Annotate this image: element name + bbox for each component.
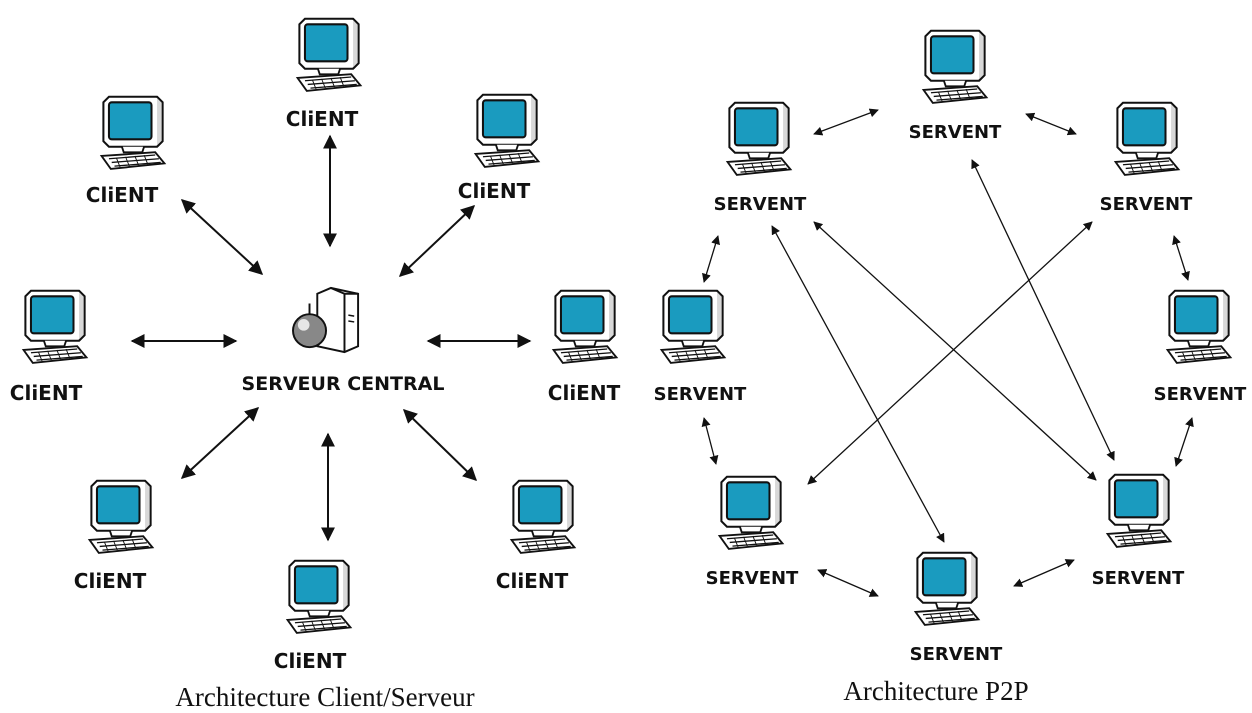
servent-node: SERVENT <box>1100 101 1193 215</box>
link-arrow <box>813 221 1097 481</box>
client-server-architecture: SERVEUR CENTRAL CliENT CliENT CliENT Cli… <box>10 17 621 712</box>
link-arrow <box>398 205 476 277</box>
link-arrow <box>771 225 945 543</box>
client-label: CliENT <box>286 107 359 131</box>
servent-label: SERVENT <box>910 644 1003 665</box>
computer-icon <box>660 289 726 364</box>
p2p-links <box>701 108 1194 597</box>
client-node: CliENT <box>458 93 540 203</box>
computer-icon <box>726 101 792 176</box>
servent-node: SERVENT <box>1154 289 1247 405</box>
client-node: CliENT <box>548 289 621 405</box>
servent-label: SERVENT <box>1092 568 1185 589</box>
client-label: CliENT <box>274 649 347 673</box>
link-arrow <box>1172 235 1190 281</box>
server-label: SERVEUR CENTRAL <box>242 373 445 395</box>
link-arrow <box>702 235 720 283</box>
link-arrow <box>180 407 260 479</box>
client-node: CliENT <box>86 95 166 207</box>
client-node: CliENT <box>74 479 154 593</box>
computer-icon <box>922 29 988 104</box>
computer-icon <box>88 479 154 554</box>
servent-node: SERVENT <box>909 29 1002 143</box>
link-arrow <box>971 159 1115 461</box>
servent-node: SERVENT <box>706 475 799 589</box>
servent-label: SERVENT <box>706 568 799 589</box>
computer-icon <box>296 17 362 92</box>
client-node: CliENT <box>274 559 352 673</box>
servent-node: SERVENT <box>654 289 747 405</box>
link-arrow <box>180 199 264 275</box>
servent-node: SERVENT <box>910 551 1003 665</box>
link-arrow <box>701 417 719 465</box>
computer-icon <box>1106 473 1172 548</box>
computer-icon <box>1166 289 1232 364</box>
client-label: CliENT <box>458 179 531 203</box>
computer-icon <box>914 551 980 626</box>
p2p-caption: Architecture P2P <box>843 676 1028 706</box>
client-label: CliENT <box>496 569 569 593</box>
p2p-architecture: SERVENT SERVENT SERVENT SERVENT SERVENT … <box>654 29 1247 706</box>
link-arrow <box>402 409 478 481</box>
client-label: CliENT <box>548 381 621 405</box>
computer-icon <box>100 95 166 170</box>
servent-node: SERVENT <box>1092 473 1185 589</box>
servent-label: SERVENT <box>1100 194 1193 215</box>
computer-icon <box>22 289 88 364</box>
computer-icon <box>552 289 618 364</box>
client-label: CliENT <box>74 569 147 593</box>
computer-icon <box>718 475 784 550</box>
link-arrow <box>813 108 879 136</box>
servent-label: SERVENT <box>909 122 1002 143</box>
client-server-links <box>130 134 532 542</box>
link-arrow <box>807 221 1093 485</box>
servent-label: SERVENT <box>1154 384 1247 405</box>
client-node: CliENT <box>286 17 362 131</box>
computer-icon <box>1114 101 1180 176</box>
computer-icon <box>510 479 576 554</box>
computer-icon <box>286 559 352 634</box>
servent-label: SERVENT <box>714 194 807 215</box>
link-arrow <box>1013 559 1075 587</box>
link-arrow <box>1174 417 1194 467</box>
client-node: CliENT <box>496 479 576 593</box>
central-server-icon <box>292 286 360 354</box>
client-label: CliENT <box>86 183 159 207</box>
servent-label: SERVENT <box>654 384 747 405</box>
client-server-caption: Architecture Client/Serveur <box>175 682 474 712</box>
client-label: CliENT <box>10 381 83 405</box>
computer-icon <box>474 93 540 168</box>
link-arrow <box>1025 112 1077 136</box>
client-node: CliENT <box>10 289 88 405</box>
link-arrow <box>817 569 879 597</box>
servent-node: SERVENT <box>714 101 807 215</box>
